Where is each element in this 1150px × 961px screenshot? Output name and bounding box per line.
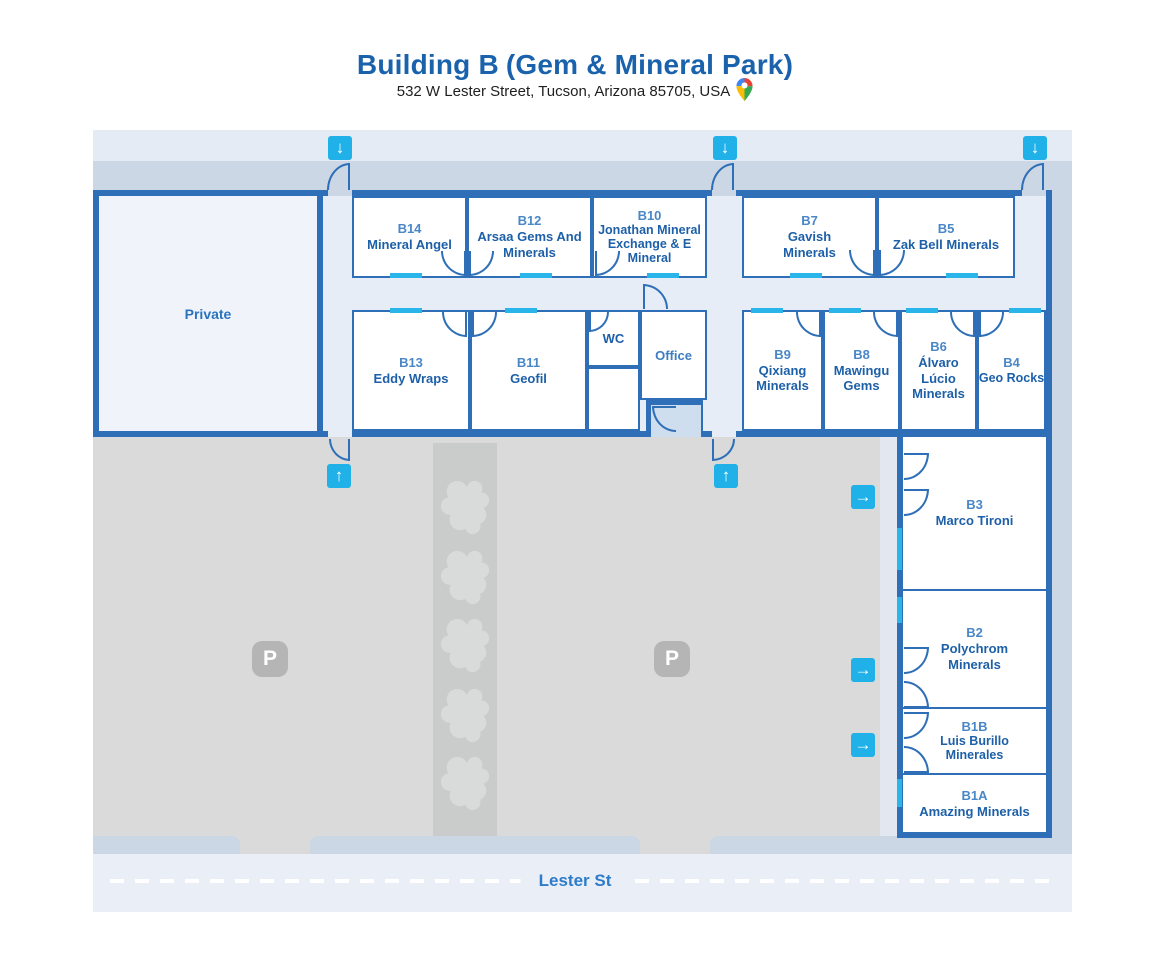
tree-icon: [440, 618, 490, 673]
room-id: B7: [801, 213, 818, 229]
room-name: Zak Bell Minerals: [892, 237, 1000, 252]
parking-icon: P: [252, 641, 288, 677]
entrance-arrow-down-icon: ↓: [328, 136, 352, 160]
street-name-label: Lester St: [520, 871, 630, 891]
entrance-arrow-right-icon: →: [851, 658, 875, 682]
room-name: Geo Rocks: [978, 370, 1045, 385]
door-marker: [897, 528, 902, 570]
door-marker: [390, 273, 422, 278]
tree-icon: [440, 480, 490, 535]
room-name: Gavish Minerals: [783, 229, 836, 260]
room-name: Mineral Angel: [367, 237, 452, 252]
door-opening: [712, 190, 736, 196]
door-opening: [328, 190, 352, 196]
tree-icon: [440, 550, 490, 605]
office-label: Office: [655, 347, 692, 363]
north-street: [93, 130, 1072, 161]
google-maps-pin-icon[interactable]: [736, 78, 753, 101]
sidewalk: [93, 836, 240, 854]
room-id: B13: [399, 354, 423, 370]
door-marker: [946, 273, 978, 278]
title-park: (Gem & Mineral Park): [505, 48, 794, 80]
door-opening: [712, 431, 736, 437]
door-marker: [906, 308, 938, 313]
room-name: Marco Tironi: [935, 513, 1014, 528]
room-name: Qixiang Minerals: [756, 362, 809, 394]
door-marker: [829, 308, 861, 313]
address-text: 532 W Lester Street, Tucson, Arizona 857…: [396, 83, 731, 100]
tree-icon: [440, 688, 490, 743]
room-id: B5: [937, 221, 955, 237]
room-b6: B6 Álvaro Lúcio Minerals: [900, 310, 977, 431]
parking-icon: P: [654, 641, 690, 677]
door-marker: [647, 273, 679, 278]
storage-room: [587, 367, 640, 431]
entrance-arrow-up-icon: ↑: [327, 464, 351, 488]
wc-label: WC: [602, 331, 625, 346]
door-marker: [897, 779, 902, 807]
wall-divider: [903, 707, 1046, 709]
room-id: B14: [397, 221, 422, 237]
entrance-arrow-down-icon: ↓: [713, 136, 737, 160]
room-id: B1B: [961, 718, 988, 734]
room-name: Luis Burillo Minerales: [940, 734, 1009, 763]
room-name: Mawingu Gems: [833, 362, 890, 394]
sidewalk: [310, 836, 640, 854]
private-room: Private: [93, 190, 323, 437]
entrance-arrow-right-icon: →: [851, 485, 875, 509]
room-name: Eddy Wraps: [373, 370, 449, 386]
room-id: B2: [966, 625, 983, 641]
entrance-arrow-down-icon: ↓: [1023, 136, 1047, 160]
room-name: Polychrom Minerals: [940, 641, 1009, 672]
room-name: Álvaro Lúcio Minerals: [912, 354, 965, 402]
door-marker: [390, 308, 422, 313]
door-opening: [328, 431, 352, 437]
west-walkway-of-right-wing: [880, 437, 897, 836]
room-name: Arsaa Gems And Minerals: [477, 229, 582, 260]
room-id: B1A: [961, 787, 988, 803]
door-marker: [505, 308, 537, 313]
room-id: B10: [637, 207, 662, 223]
door-marker: [751, 308, 783, 313]
room-id: B3: [966, 497, 983, 513]
room-id: B11: [516, 354, 541, 370]
door-marker: [897, 597, 902, 623]
sidewalk: [710, 836, 1072, 854]
room-id: B12: [517, 213, 542, 229]
room-id: B8: [853, 346, 870, 362]
door-opening: [1022, 190, 1046, 196]
private-label: Private: [184, 305, 232, 322]
entrance-arrow-up-icon: ↑: [714, 464, 738, 488]
wall-divider: [903, 773, 1046, 775]
room-id: B9: [774, 346, 791, 362]
title-building: Building B: [356, 48, 499, 80]
door-marker: [790, 273, 822, 278]
room-name: Amazing Minerals: [919, 803, 1030, 819]
building-address: 532 W Lester Street, Tucson, Arizona 857…: [0, 78, 1150, 101]
room-name: Geofil: [510, 370, 547, 386]
room-name: Jonathan Mineral Exchange & E Mineral: [598, 223, 701, 266]
door-marker: [1009, 308, 1041, 313]
door-marker: [520, 273, 552, 278]
north-walkway: [93, 161, 1072, 190]
office-room: Office: [640, 310, 707, 400]
room-b1a: B1A Amazing Minerals: [903, 775, 1046, 832]
tree-icon: [440, 756, 490, 811]
room-id: B6: [930, 338, 947, 354]
entrance-arrow-right-icon: →: [851, 733, 875, 757]
page-title: Building B(Gem & Mineral Park): [0, 49, 1150, 81]
east-walkway: [1052, 190, 1072, 854]
wall-divider: [903, 589, 1046, 591]
room-id: B4: [1003, 355, 1020, 371]
